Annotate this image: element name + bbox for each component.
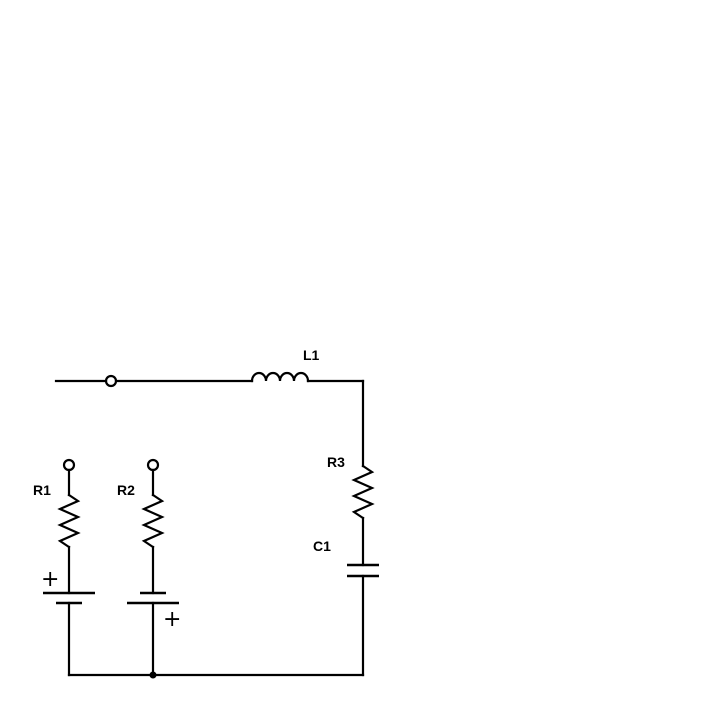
label-r2: R2 [117,482,135,498]
inductor-l1-coil [250,371,310,383]
terminal-r2-top [146,458,160,472]
resistor-r1-zigzag [57,493,81,549]
r2-branch: R2 + [117,458,181,677]
label-r1: R1 [33,482,51,498]
junction-bottom [149,671,157,679]
right-branch: R3 C1 [313,379,379,677]
battery-right-plus-sign: + [163,607,181,632]
label-r3: R3 [327,454,345,470]
label-l1: L1 [303,347,320,363]
battery-left-plus-sign: + [41,567,59,592]
label-c1: C1 [313,538,331,554]
bottom-branch [67,671,365,679]
terminal-r1-top [62,458,76,472]
r1-branch: R1 + [33,458,95,677]
terminal-top-left [104,374,118,388]
top-branch: L1 [54,347,365,388]
resistor-r3-zigzag [351,464,375,520]
resistor-r2-zigzag [141,493,165,549]
